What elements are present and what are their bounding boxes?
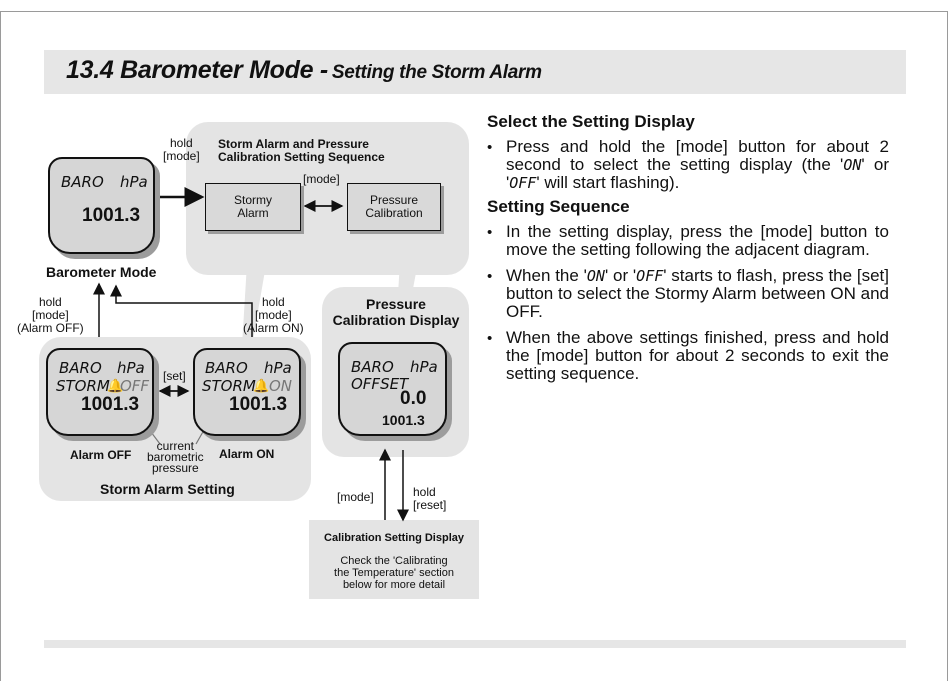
bottom-bar <box>44 640 906 648</box>
sequence-bullet-3: When the above settings finished, press … <box>487 329 889 383</box>
calib-setting-text: Check the 'Calibrating the Temperature' … <box>334 555 454 591</box>
barometer-lcd: BARO hPa 1001.3 <box>48 157 155 254</box>
instructions: Select the Setting Display Press and hol… <box>487 112 889 383</box>
alarm-off-label: Alarm OFF <box>70 448 132 462</box>
select-bullet: Press and hold the [mode] button for abo… <box>487 138 889 193</box>
alarm-on-label: Alarm ON <box>219 447 275 461</box>
sequence-title: Storm Alarm and Pressure Calibration Set… <box>218 137 385 164</box>
sequence-bullet-2: When the 'ON' or 'OFF' starts to flash, … <box>487 267 889 321</box>
pressure-calibration-box: Pressure Calibration <box>347 183 441 231</box>
page-subtitle: Setting the Storm Alarm <box>331 62 542 83</box>
bell-icon: 🔔 <box>253 378 270 393</box>
page-frame <box>0 11 948 681</box>
calib-setting-title: Calibration Setting Display <box>324 532 464 544</box>
calibration-display-title: Pressure Calibration Display <box>332 296 460 328</box>
storm-lcd-off: BARO hPa STORM 🔔 OFF 1001.3 <box>46 348 154 436</box>
left-arrow-label: hold [mode] (Alarm OFF) <box>17 295 84 335</box>
hold-reset-label: hold [reset] <box>413 485 447 512</box>
stormy-alarm-box: Stormy Alarm <box>205 183 301 231</box>
select-heading: Select the Setting Display <box>487 112 695 131</box>
page-title: 13.4 Barometer Mode -Setting the Storm A… <box>66 56 542 84</box>
mode-between-label: [mode] <box>303 172 340 186</box>
mode-up-label: [mode] <box>337 490 374 504</box>
barometer-mode-label: Barometer Mode <box>46 264 157 280</box>
calibration-lcd: BARO hPa OFFSET 0.0 1001.3 <box>338 342 447 436</box>
sequence-heading: Setting Sequence <box>487 197 630 216</box>
current-pressure-label: current barometric pressure <box>147 439 204 475</box>
hold-mode-label: hold [mode] <box>163 136 200 163</box>
calibration-setting-box <box>309 520 479 599</box>
bell-icon: 🔔 <box>107 378 124 393</box>
title-bar: 13.4 Barometer Mode -Setting the Storm A… <box>44 50 906 94</box>
sequence-bullet-1: In the setting display, press the [mode]… <box>487 223 889 259</box>
right-arrow-label: hold [mode] (Alarm ON) <box>243 295 304 335</box>
storm-alarm-setting-label: Storm Alarm Setting <box>100 481 235 497</box>
storm-lcd-on: BARO hPa STORM 🔔 ON 1001.3 <box>193 348 301 436</box>
set-label: [set] <box>163 369 186 383</box>
